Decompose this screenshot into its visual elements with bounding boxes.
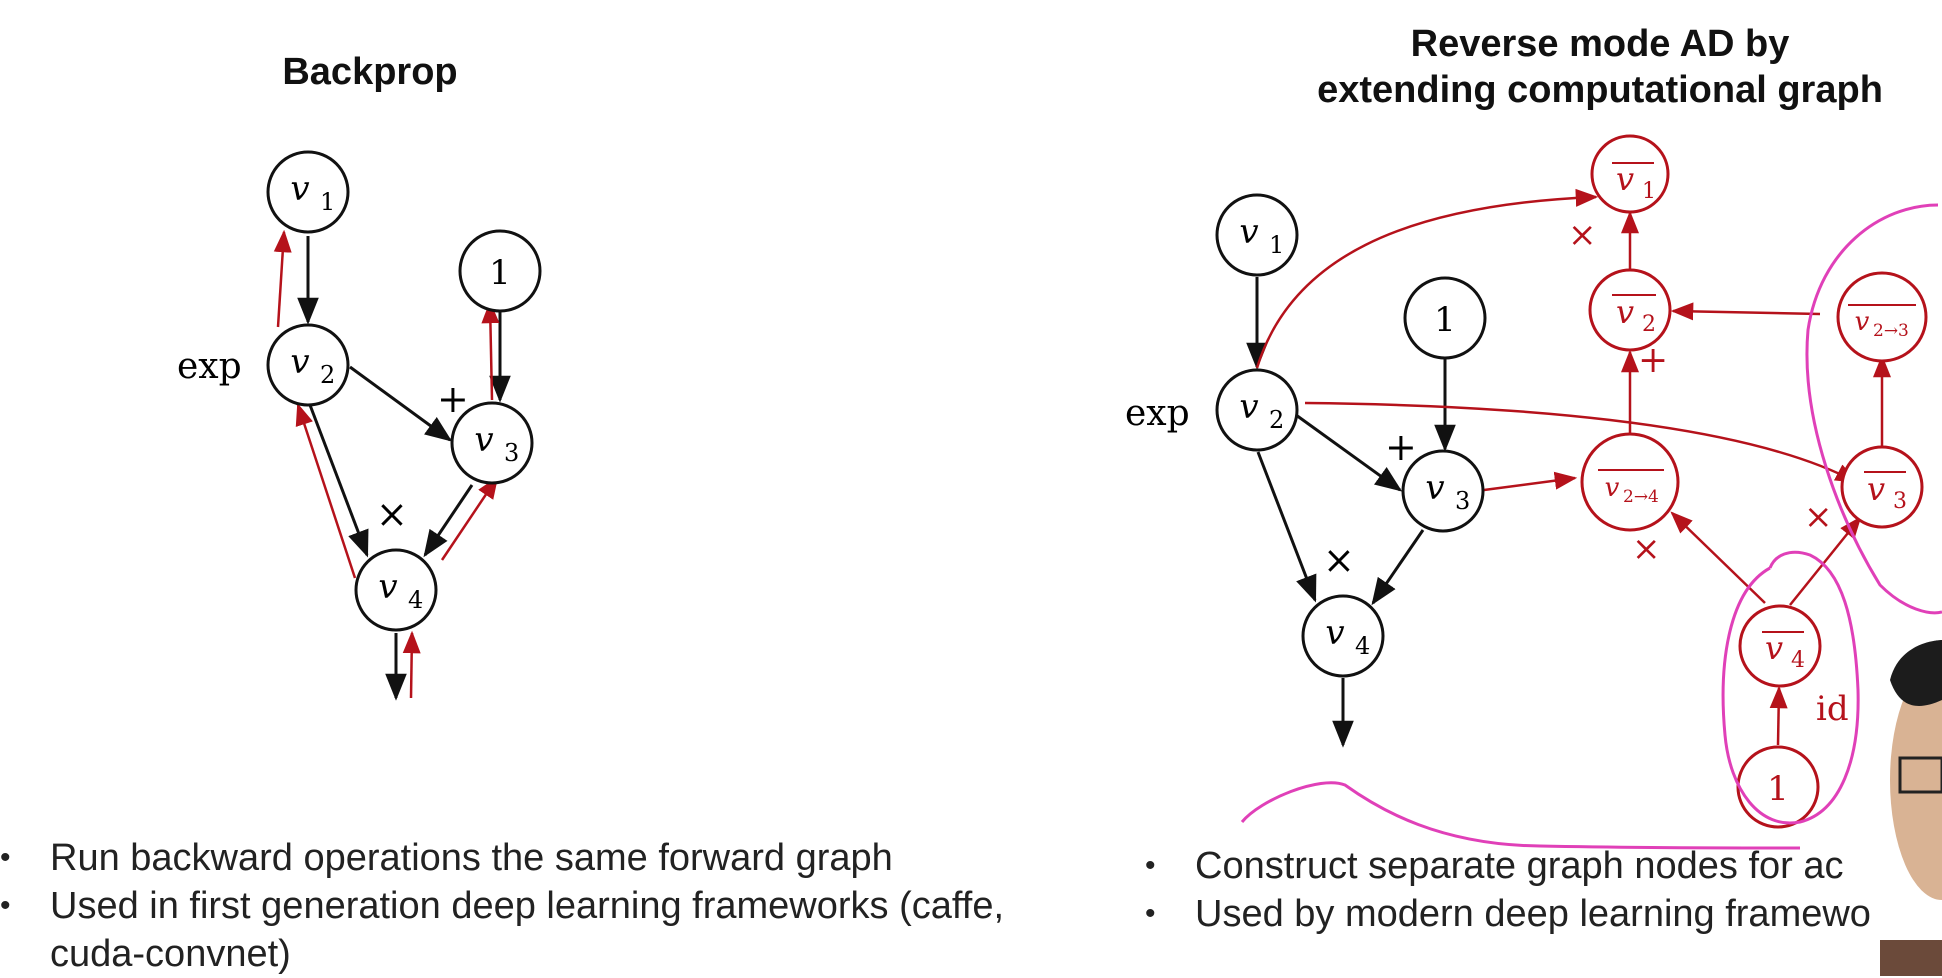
svg-text:v: v	[378, 567, 397, 607]
svg-text:1: 1	[1434, 300, 1456, 340]
svg-text:v: v	[290, 169, 309, 209]
edge-v2-v3	[349, 365, 453, 442]
node-v4: v 4	[354, 548, 438, 632]
op-label-red-times-1: ×	[1568, 215, 1597, 255]
annotation-underline	[1240, 781, 1801, 850]
reverse-mode-title-line2: extending computational graph	[1317, 68, 1883, 111]
backprop-bullet-2: Used in first generation deep learning f…	[0, 882, 1040, 978]
svg-text:2→3: 2→3	[1873, 321, 1909, 341]
backprop-bullets: Run backward operations the same forward…	[0, 834, 1040, 978]
svg-text:4: 4	[408, 586, 423, 614]
svg-text:v: v	[1239, 212, 1258, 252]
op-label-red-plus: +	[1638, 340, 1668, 381]
svg-text:v: v	[1616, 160, 1634, 198]
red-edge-one-v4bar	[1769, 685, 1788, 746]
back-edge-v3-one	[481, 300, 500, 401]
back-edge-out-v4	[402, 630, 421, 699]
svg-text:4: 4	[1791, 648, 1805, 673]
op-label-exp: exp	[177, 346, 242, 387]
node-one: 1	[458, 229, 542, 313]
reverse-mode-title: Reverse mode AD by extending computation…	[1220, 22, 1942, 113]
red-edge-v3-v24bar	[1483, 471, 1578, 492]
svg-text:v: v	[1765, 629, 1783, 667]
node-v3: v 3	[450, 401, 534, 485]
svg-text:3: 3	[1893, 489, 1907, 514]
op-label-plus: +	[437, 377, 469, 421]
edge-v3-v4-r	[1371, 529, 1425, 606]
op-label-red-times-3: ×	[1804, 497, 1833, 537]
reverse-ad-bullet-1: Construct separate graph nodes for ac	[1145, 842, 1942, 890]
svg-text:2→4: 2→4	[1623, 487, 1659, 507]
backprop-graph: v 1 v 2 1 v 3 v 4 exp + ×	[177, 150, 542, 701]
svg-text:v: v	[1239, 387, 1258, 427]
node-v24bar: v 2→4	[1580, 432, 1680, 532]
op-label-plus-r: +	[1385, 425, 1417, 469]
svg-text:1: 1	[1269, 231, 1284, 259]
svg-text:1: 1	[1767, 769, 1789, 809]
presenter-video	[1880, 640, 1942, 976]
node-v2: v 2	[266, 323, 350, 407]
edge-v2-v4-r	[1256, 451, 1317, 603]
reverse-ad-bullet-2: Used by modern deep learning framewo	[1145, 890, 1942, 938]
red-edge-v4bar-v3bar	[1789, 516, 1862, 606]
node-v3-r: v 3	[1401, 449, 1485, 533]
svg-text:1: 1	[489, 253, 511, 293]
svg-text:2: 2	[320, 361, 335, 389]
red-edge-v2-v3bar	[1304, 401, 1858, 484]
op-label-exp-r: exp	[1125, 393, 1190, 434]
svg-text:v: v	[474, 420, 493, 460]
svg-text:v: v	[290, 342, 309, 382]
reverse-mode-title-line1: Reverse mode AD by	[1410, 23, 1790, 65]
red-edge-v2-v1bar	[1255, 188, 1599, 369]
edge-v2-v3-r	[1295, 413, 1403, 492]
svg-text:3: 3	[1455, 487, 1470, 515]
node-v4bar: v 4	[1738, 604, 1822, 688]
back-edge-v4-v2	[295, 402, 357, 579]
back-edge-v4-v3	[440, 476, 499, 561]
op-label-red-times-2: ×	[1632, 529, 1661, 569]
svg-text:v: v	[1325, 613, 1344, 653]
red-edge-v23bar-v2bar	[1670, 302, 1821, 321]
annotation-loop-bottom	[1721, 550, 1860, 825]
node-v1-r: v 1	[1215, 193, 1299, 277]
node-v3bar: v 3	[1840, 445, 1924, 529]
svg-text:v: v	[1605, 473, 1620, 503]
svg-text:2: 2	[1269, 406, 1284, 434]
reverse-ad-bullets: Construct separate graph nodes for ac Us…	[1145, 842, 1942, 938]
node-v1bar: v 1	[1590, 134, 1670, 214]
edge-v2-v4	[308, 404, 369, 558]
node-v2-r: v 2	[1215, 368, 1299, 452]
op-label-times: ×	[376, 492, 408, 536]
svg-text:v: v	[1855, 307, 1870, 337]
svg-text:v: v	[1425, 468, 1444, 508]
node-one-r: 1	[1403, 276, 1487, 360]
svg-text:v: v	[1616, 293, 1634, 331]
svg-text:1: 1	[1642, 179, 1656, 204]
svg-text:v: v	[1867, 470, 1885, 508]
back-edge-v2-v1	[273, 229, 292, 328]
svg-text:4: 4	[1355, 632, 1370, 660]
edge-v3-v4	[423, 484, 474, 558]
svg-text:1: 1	[320, 188, 335, 216]
annotation-circle-right	[1805, 203, 1942, 615]
node-v1: v 1	[266, 150, 350, 234]
node-v23bar: v 2→3	[1836, 271, 1928, 363]
op-label-id: id	[1816, 689, 1849, 729]
node-one-red: 1	[1736, 745, 1820, 829]
reverse-ad-graph: v 1 v 2 1 v 3 v 4 v 1	[1125, 134, 1942, 850]
node-v2bar: v 2	[1588, 268, 1672, 352]
backprop-title: Backprop	[282, 51, 458, 93]
red-edge-v4bar-v24bar	[1670, 511, 1766, 604]
op-label-times-r: ×	[1323, 538, 1355, 582]
node-v4-r: v 4	[1301, 594, 1385, 678]
svg-text:2: 2	[1642, 312, 1656, 337]
backprop-bullet-1: Run backward operations the same forward…	[0, 834, 1040, 882]
svg-text:3: 3	[504, 439, 519, 467]
